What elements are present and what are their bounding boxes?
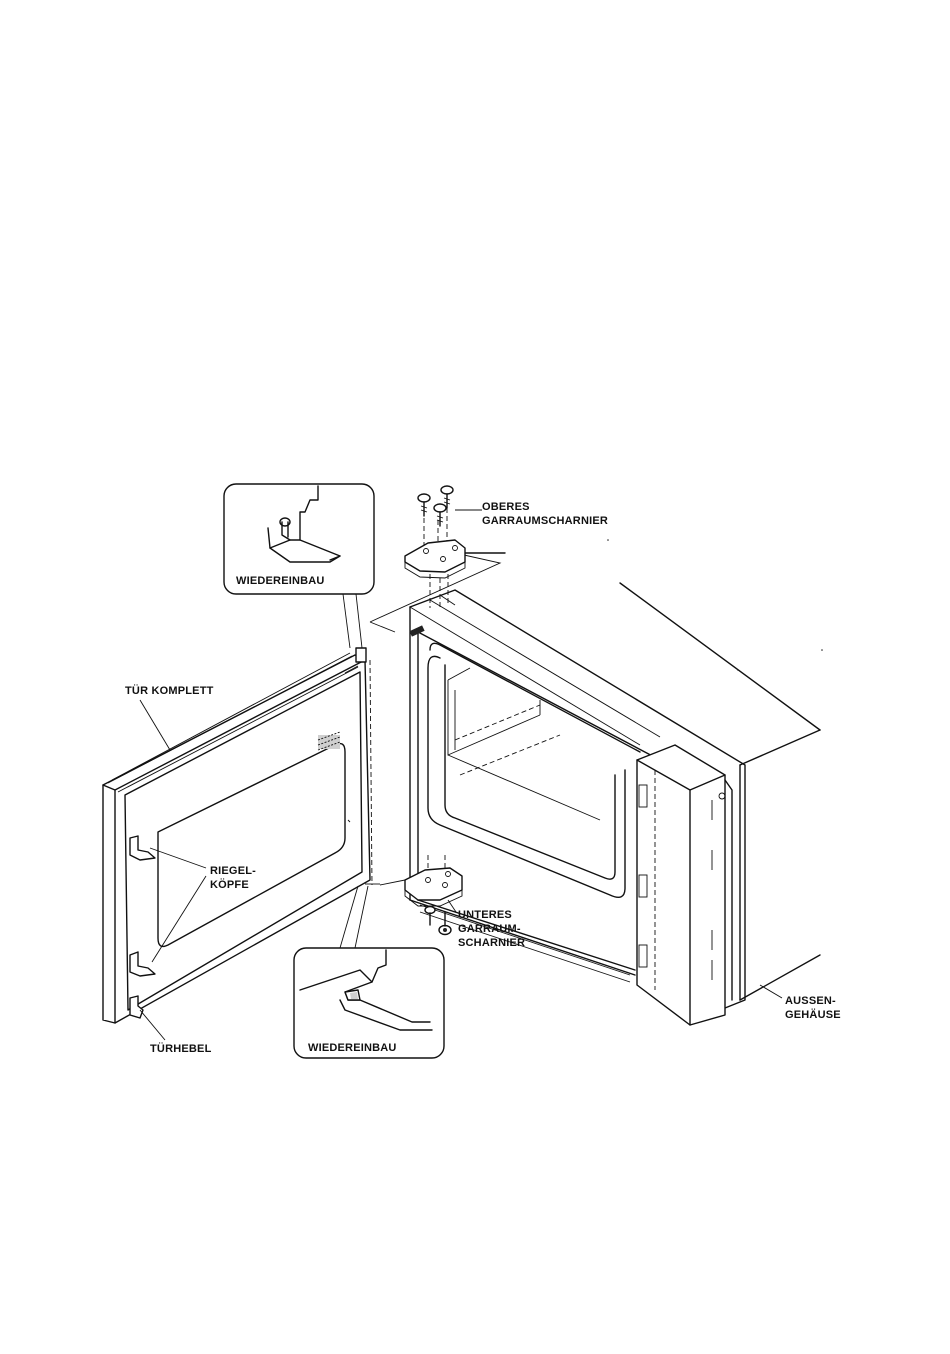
label-latch-heads-1: RIEGEL- bbox=[210, 865, 256, 877]
label-upper-hinge-1: OBERES bbox=[482, 501, 530, 513]
label-latch-heads-2: KÖPFE bbox=[210, 878, 249, 891]
label-outer-case-2: GEHÄUSE bbox=[785, 1008, 841, 1021]
inset-reinstall-top: WIEDEREINBAU bbox=[224, 484, 374, 594]
label-reinstall-bottom: WIEDEREINBAU bbox=[308, 1042, 397, 1054]
inset-reinstall-bottom: WIEDEREINBAU bbox=[294, 948, 444, 1058]
label-upper-hinge-2: GARRAUMSCHARNIER bbox=[482, 515, 608, 527]
lower-hinge-assembly bbox=[380, 855, 462, 935]
label-door-complete: TÜR KOMPLETT bbox=[125, 684, 214, 697]
screw-icon bbox=[418, 494, 430, 516]
upper-hinge-assembly bbox=[370, 486, 500, 637]
oven-cabinet bbox=[410, 539, 823, 1025]
label-lower-hinge-2: GARRAUM- bbox=[458, 923, 521, 935]
label-reinstall-top: WIEDEREINBAU bbox=[236, 575, 325, 587]
screw-icon bbox=[439, 912, 451, 935]
screw-icon bbox=[425, 907, 435, 926]
screw-icon bbox=[434, 504, 446, 526]
label-lower-hinge-1: UNTERES bbox=[458, 909, 512, 921]
upper-hinge-icon bbox=[405, 540, 465, 578]
label-lower-hinge-3: SCHARNIER bbox=[458, 937, 525, 949]
label-outer-case-1: AUSSEN- bbox=[785, 995, 836, 1007]
lower-hinge-icon bbox=[405, 868, 462, 906]
label-door-lever: TÜRHEBEL bbox=[150, 1042, 212, 1055]
